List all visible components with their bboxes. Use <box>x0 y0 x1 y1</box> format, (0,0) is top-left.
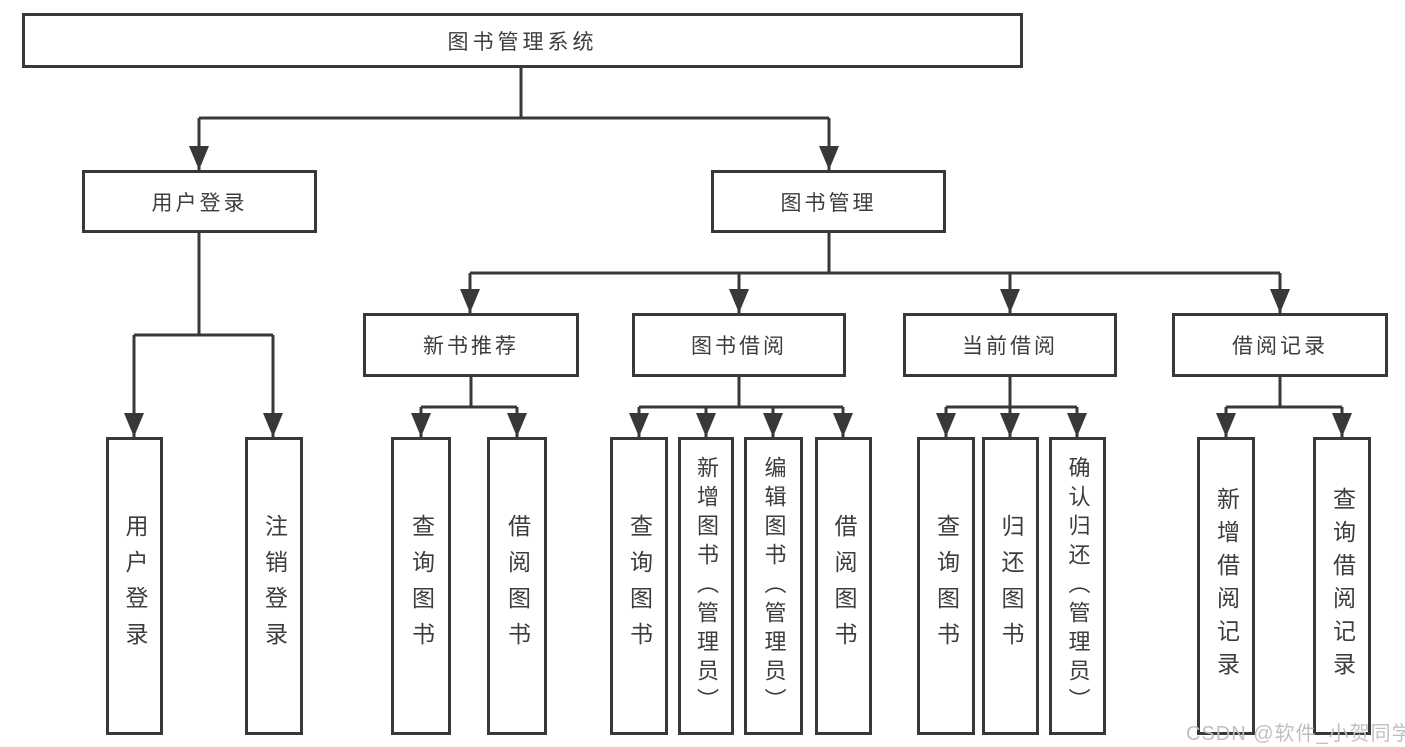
connector-path <box>124 68 1352 437</box>
leaf-borrow-book-label: 借阅图书 <box>831 514 857 658</box>
node-current-borrow-label: 当前借阅 <box>962 335 1058 358</box>
leaf-edit-book-admin: 编辑图书（管理员） <box>744 437 803 735</box>
leaf-current-query-book: 查询图书 <box>917 437 975 735</box>
leaf-current-query-book-label: 查询图书 <box>933 514 960 658</box>
node-new-book-recommend-label: 新书推荐 <box>423 335 519 358</box>
leaf-add-borrow-record-label: 新增借阅记录 <box>1213 487 1240 685</box>
leaf-confirm-return-admin: 确认归还（管理员） <box>1049 437 1106 735</box>
node-user-login: 用户登录 <box>82 170 317 233</box>
node-user-login-label: 用户登录 <box>151 191 248 215</box>
leaf-add-book-admin-label: 新增图书（管理员） <box>694 455 719 717</box>
leaf-confirm-return-admin-label: 确认归还（管理员） <box>1065 455 1091 717</box>
leaf-newbooks-query-book: 查询图书 <box>391 437 451 735</box>
leaf-add-book-admin: 新增图书（管理员） <box>678 437 734 735</box>
leaf-logout-label: 注销登录 <box>261 514 288 658</box>
csdn-watermark: CSDN @软件_小贺同学 <box>1186 723 1405 745</box>
leaf-newbooks-borrow-book-label: 借阅图书 <box>504 514 531 658</box>
node-borrow-records: 借阅记录 <box>1172 313 1388 377</box>
node-book-management: 图书管理 <box>711 170 946 233</box>
leaf-newbooks-borrow-book: 借阅图书 <box>487 437 547 735</box>
leaf-borrow-book: 借阅图书 <box>815 437 872 735</box>
node-book-borrow-label: 图书借阅 <box>691 335 787 358</box>
node-library-system-label: 图书管理系统 <box>447 30 598 54</box>
leaf-user-login-label: 用户登录 <box>122 514 148 658</box>
leaf-return-book-label: 归还图书 <box>998 514 1024 658</box>
node-book-management-label: 图书管理 <box>780 191 877 215</box>
leaf-query-borrow-record: 查询借阅记录 <box>1313 437 1371 735</box>
leaf-add-borrow-record: 新增借阅记录 <box>1197 437 1255 735</box>
node-book-borrow: 图书借阅 <box>632 313 846 377</box>
leaf-borrow-query-book: 查询图书 <box>610 437 668 735</box>
leaf-user-login: 用户登录 <box>106 437 163 735</box>
node-current-borrow: 当前借阅 <box>903 313 1117 377</box>
leaf-edit-book-admin-label: 编辑图书（管理员） <box>761 455 787 717</box>
leaf-borrow-query-book-label: 查询图书 <box>626 514 653 658</box>
leaf-query-borrow-record-label: 查询借阅记录 <box>1329 487 1356 685</box>
node-library-system: 图书管理系统 <box>22 13 1023 68</box>
node-new-book-recommend: 新书推荐 <box>363 313 579 377</box>
leaf-logout: 注销登录 <box>245 437 303 735</box>
leaf-newbooks-query-book-label: 查询图书 <box>408 514 435 658</box>
leaf-return-book: 归还图书 <box>982 437 1039 735</box>
node-borrow-records-label: 借阅记录 <box>1232 335 1328 358</box>
